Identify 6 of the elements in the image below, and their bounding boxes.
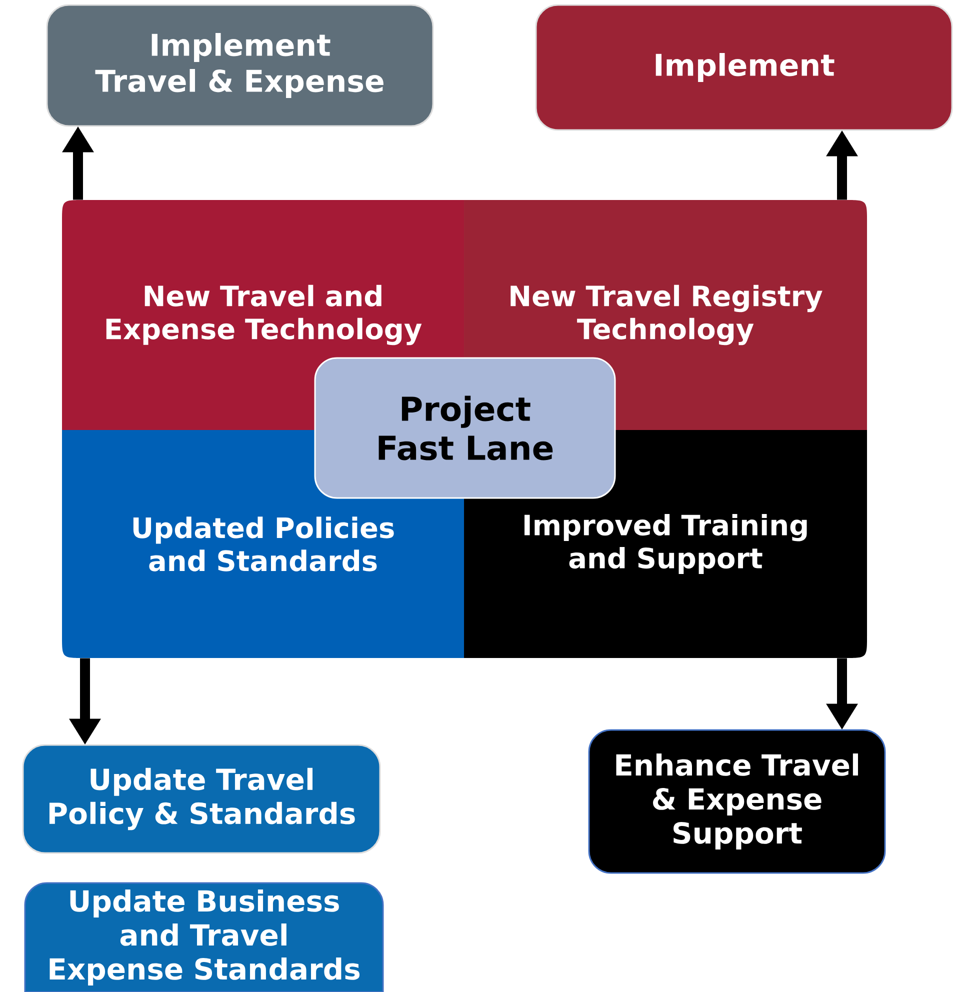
task-box: Update Business and Travel Expense Standards (24, 882, 384, 992)
task-box: Update Travel Policy & Standards (22, 744, 381, 854)
task-box: Enhance Travel & Expense Support (588, 729, 886, 874)
center-box: Project Fast Lane (314, 357, 616, 499)
task-box: Implement (535, 4, 953, 131)
task-box: Implement Travel & Expense (46, 4, 434, 127)
